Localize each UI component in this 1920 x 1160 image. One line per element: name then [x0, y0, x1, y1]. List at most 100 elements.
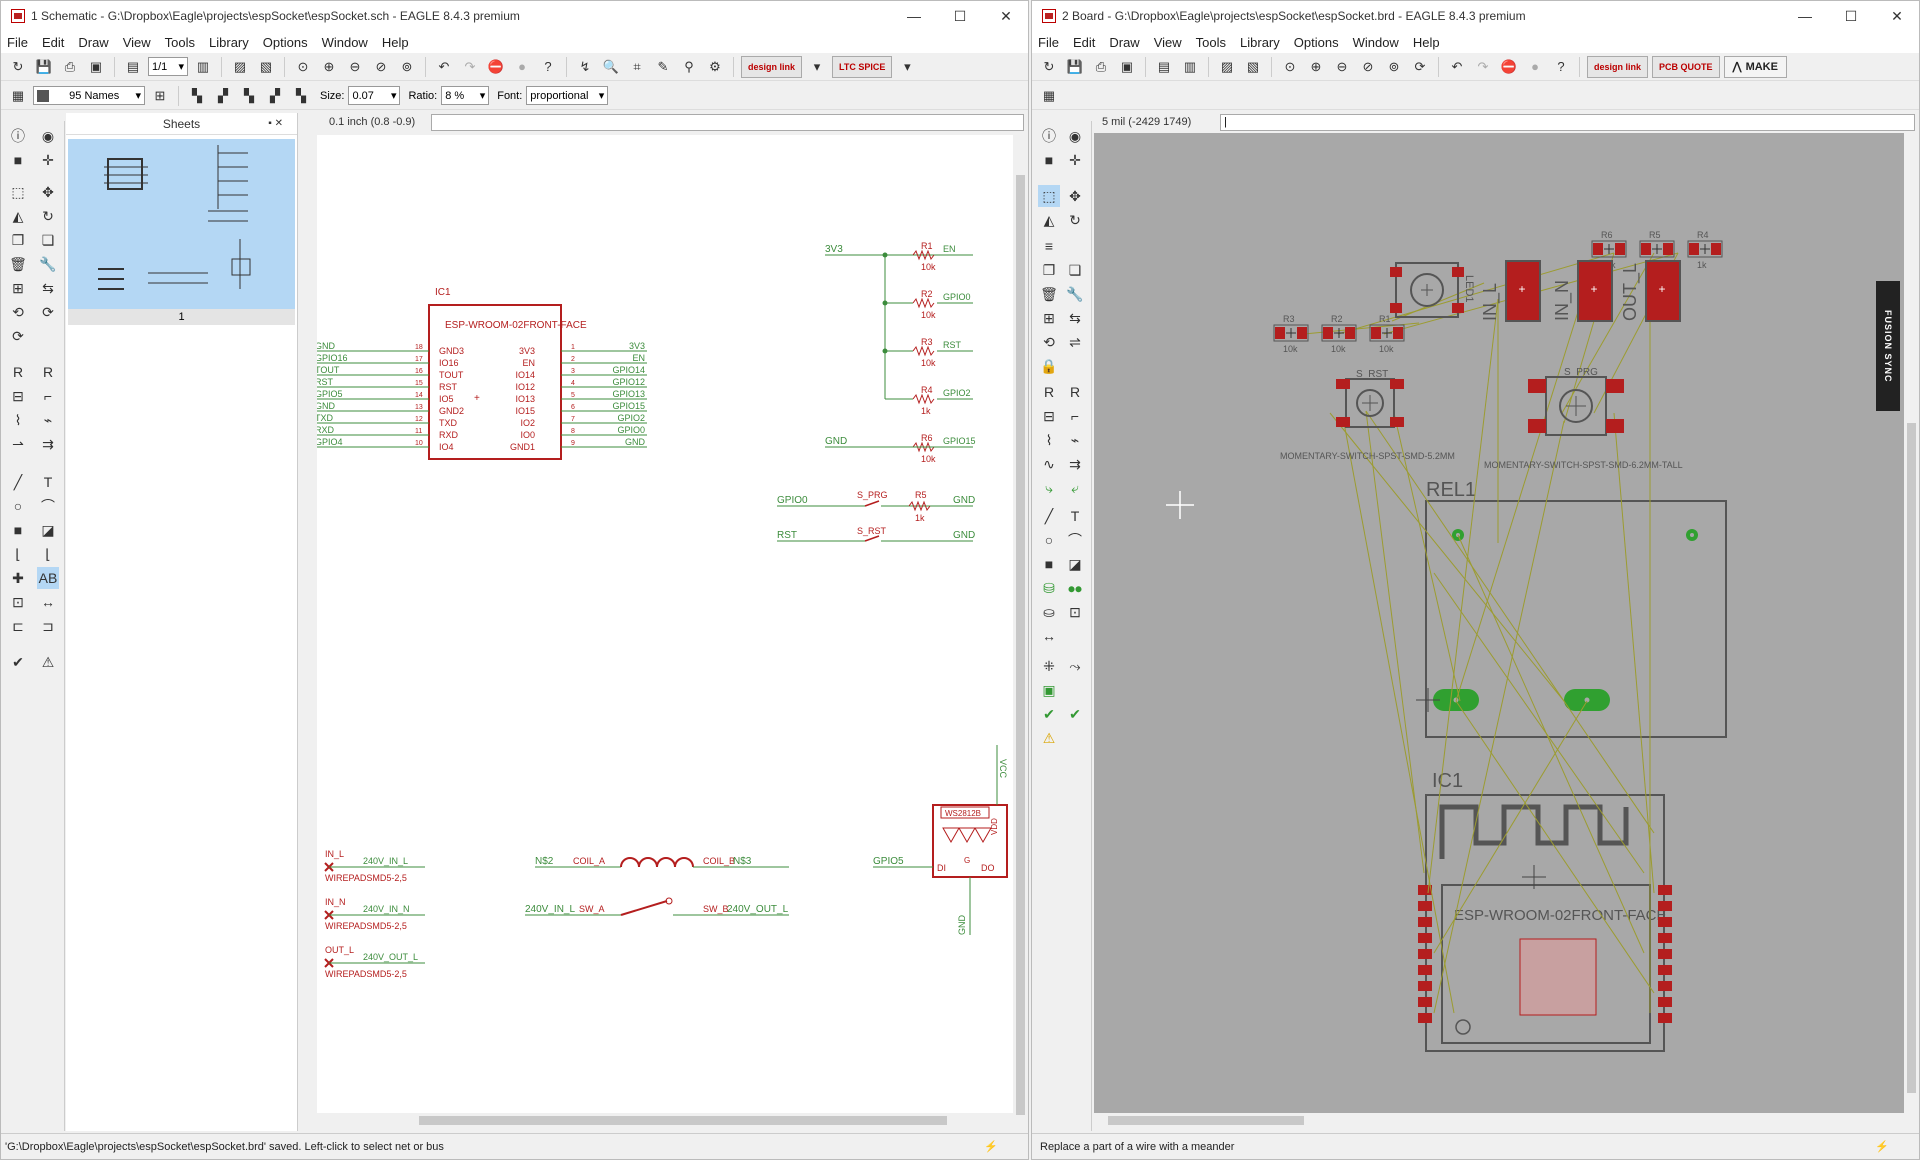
- label-icon[interactable]: AB: [37, 567, 59, 589]
- redo-icon[interactable]: ↷: [464, 58, 476, 74]
- fusion-sync-tab[interactable]: FUSION SYNC: [1876, 281, 1900, 411]
- wrench-icon[interactable]: 🔧: [39, 255, 57, 272]
- text-align-2-icon[interactable]: ▞: [218, 87, 228, 103]
- warning-icon[interactable]: ⚠: [1042, 729, 1056, 746]
- attribute-icon[interactable]: ⊡: [1069, 603, 1081, 620]
- board-switch-icon[interactable]: ▤: [126, 58, 140, 74]
- copy-icon[interactable]: ❐: [1042, 261, 1056, 278]
- ripup-icon[interactable]: ⇌: [1069, 333, 1081, 350]
- pin-swap-icon[interactable]: ⟳: [42, 303, 54, 320]
- mirror-icon[interactable]: ◭: [12, 207, 24, 224]
- copy-icon[interactable]: ❐: [11, 231, 25, 248]
- erc-icon[interactable]: ✔: [1043, 705, 1055, 722]
- maximize-icon[interactable]: ☐: [1844, 7, 1858, 24]
- layers-icon[interactable]: ■: [1044, 152, 1054, 168]
- rotate-icon[interactable]: ↻: [1069, 211, 1081, 228]
- slice-icon[interactable]: ⇉: [1069, 455, 1081, 472]
- replace-icon[interactable]: ⇆: [42, 279, 54, 296]
- menu-draw[interactable]: Draw: [78, 34, 109, 50]
- menu-window[interactable]: Window: [321, 34, 368, 50]
- scroll-thumb[interactable]: [1108, 1116, 1304, 1125]
- attribute-icon[interactable]: ⚲: [684, 58, 694, 74]
- ltspice-button[interactable]: LTC SPICE: [832, 55, 893, 78]
- go-icon[interactable]: ●: [1531, 59, 1539, 74]
- ratio-select[interactable]: 8 %▾: [441, 86, 490, 105]
- pcb-quote-button[interactable]: PCB QUOTE: [1652, 55, 1720, 78]
- schematic-vscrollbar[interactable]: [1013, 135, 1028, 1115]
- scroll-thumb[interactable]: [419, 1116, 947, 1125]
- bus-line-icon[interactable]: ⌊: [45, 545, 51, 562]
- bus-icon[interactable]: ⇉: [42, 435, 54, 452]
- menu-library[interactable]: Library: [209, 34, 249, 50]
- ratsnest-icon[interactable]: ⁜: [1043, 657, 1055, 674]
- circle-icon[interactable]: ○: [13, 498, 23, 514]
- help-icon[interactable]: ?: [1557, 59, 1565, 74]
- optimize-icon[interactable]: ⌁: [43, 411, 53, 428]
- smash-icon[interactable]: ⊟: [12, 387, 24, 404]
- gate-swap-icon[interactable]: ⟲: [12, 303, 24, 320]
- polygon-pour-icon[interactable]: ▣: [1042, 681, 1056, 698]
- text-align-1-icon[interactable]: ▚: [192, 87, 202, 103]
- miter-icon[interactable]: ⌐: [43, 388, 53, 404]
- save-icon[interactable]: 💾: [35, 58, 53, 74]
- menu-draw[interactable]: Draw: [1109, 34, 1140, 50]
- ulp-icon[interactable]: ▧: [259, 58, 273, 74]
- menu-edit[interactable]: Edit: [41, 34, 65, 50]
- rect-icon[interactable]: ■: [1044, 556, 1054, 572]
- warning-icon[interactable]: ⚠: [41, 653, 55, 670]
- show-icon[interactable]: ◉: [1068, 127, 1082, 144]
- maximize-icon[interactable]: ☐: [953, 7, 967, 24]
- menu-options[interactable]: Options: [262, 34, 308, 50]
- paste-icon[interactable]: ❏: [1068, 261, 1082, 278]
- junction-icon[interactable]: ✚: [12, 569, 24, 586]
- route-icon[interactable]: ⤷: [1045, 479, 1053, 496]
- minimize-icon[interactable]: —: [1798, 8, 1812, 24]
- menu-help[interactable]: Help: [381, 34, 409, 50]
- menu-edit[interactable]: Edit: [1072, 34, 1096, 50]
- replace-icon[interactable]: ⇆: [1069, 309, 1081, 326]
- move-icon[interactable]: ✥: [1069, 187, 1081, 204]
- ulp-icon[interactable]: ▧: [1246, 58, 1260, 74]
- dimension-icon[interactable]: ↔: [1042, 628, 1056, 644]
- autoroute-icon[interactable]: ⤶: [1071, 479, 1079, 496]
- miter-icon[interactable]: ⌐: [1070, 408, 1080, 424]
- stop-icon[interactable]: ⛔: [1500, 58, 1518, 74]
- route-icon[interactable]: ↯: [579, 58, 591, 74]
- name-icon[interactable]: R: [1043, 384, 1055, 400]
- layers-icon[interactable]: ■: [13, 152, 23, 168]
- optimize-icon[interactable]: ⌁: [1070, 431, 1080, 448]
- select-icon[interactable]: ⬚: [1038, 185, 1060, 207]
- show-icon[interactable]: ◉: [41, 127, 55, 144]
- zoom-select-icon[interactable]: ⊚: [1388, 58, 1400, 74]
- designlink-button[interactable]: design link: [741, 55, 803, 78]
- stop-icon[interactable]: ⛔: [487, 58, 505, 74]
- value-icon[interactable]: R: [42, 364, 54, 380]
- net-icon[interactable]: ⌗: [633, 58, 641, 74]
- split-icon[interactable]: ⌇: [14, 411, 22, 428]
- module-icon[interactable]: ⊐: [42, 617, 54, 634]
- make-button[interactable]: ⋀MAKE: [1723, 55, 1787, 78]
- menu-file[interactable]: File: [1038, 34, 1059, 50]
- size-select[interactable]: 0.07▾: [348, 86, 401, 105]
- undo-icon[interactable]: ↶: [1451, 58, 1463, 74]
- delete-icon[interactable]: 🗑: [1040, 285, 1058, 302]
- move-icon[interactable]: ✥: [42, 183, 54, 200]
- attribute-icon[interactable]: ⊡: [12, 593, 24, 610]
- route-bus-icon[interactable]: ⇀: [12, 435, 24, 452]
- sheets-icon[interactable]: ▥: [1183, 58, 1197, 74]
- cam-icon[interactable]: ▣: [1120, 58, 1134, 74]
- rect-icon[interactable]: ■: [13, 522, 23, 538]
- polygon-icon[interactable]: ◪: [1068, 555, 1082, 572]
- script-icon[interactable]: ▨: [233, 58, 247, 74]
- mark-icon[interactable]: ✛: [1069, 151, 1081, 168]
- scroll-thumb[interactable]: [1016, 175, 1025, 1115]
- save-icon[interactable]: 💾: [1066, 58, 1084, 74]
- pen-icon[interactable]: ✎: [657, 58, 669, 74]
- polygon-icon[interactable]: ◪: [41, 521, 55, 538]
- font-select[interactable]: proportional▾: [526, 86, 609, 105]
- undo-icon[interactable]: ↶: [438, 58, 450, 74]
- grid-icon[interactable]: ▦: [1042, 87, 1056, 103]
- sheet-thumbnail[interactable]: [68, 139, 295, 309]
- line-icon[interactable]: ╱: [1044, 507, 1054, 524]
